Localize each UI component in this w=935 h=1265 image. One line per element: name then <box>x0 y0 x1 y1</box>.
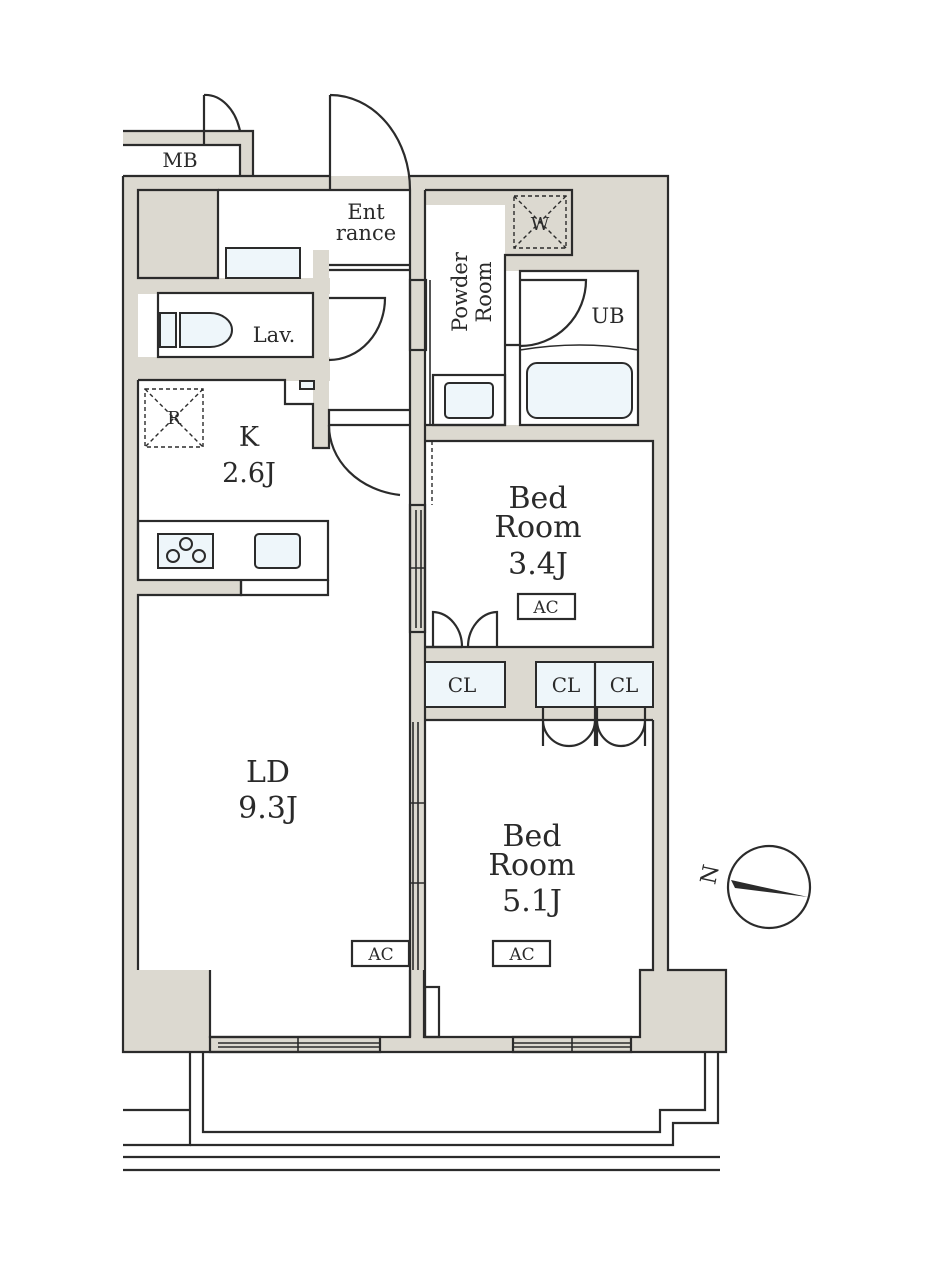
powder-room <box>408 195 639 505</box>
room-labels: MB Ent rance Powder Room W UB Lav. R K 2… <box>162 148 724 965</box>
label-ld-size: 9.3J <box>238 791 298 826</box>
label-ld: LD <box>246 755 290 790</box>
label-bed2-2: Room <box>488 848 575 883</box>
bedroom-1 <box>408 503 577 649</box>
label-cl-1: CL <box>448 673 477 697</box>
label-ld-ac: AC <box>367 945 393 965</box>
kitchen <box>136 388 410 597</box>
label-kitchen-size: 2.6J <box>222 458 276 489</box>
wash-basin <box>444 382 494 419</box>
sink-icon <box>254 533 301 569</box>
label-kitchen: K <box>239 422 260 453</box>
living-dining <box>208 722 425 1054</box>
label-bed2-ac: AC <box>508 945 534 965</box>
drain-icon <box>299 380 315 390</box>
washer-space <box>513 195 567 249</box>
closet-1 <box>424 661 506 708</box>
label-ub: UB <box>591 304 624 328</box>
label-washer: W <box>531 214 550 235</box>
toilet-icon <box>179 312 233 348</box>
fridge-space <box>144 388 204 448</box>
compass-icon <box>726 844 812 930</box>
label-bed2-1: Bed <box>502 819 561 854</box>
kitchen-counter <box>136 519 330 582</box>
lavatory <box>156 291 387 390</box>
label-bed1-2: Room <box>494 510 581 545</box>
label-powder-1: Powder <box>448 251 472 332</box>
bathtub <box>526 362 633 419</box>
entrance-doors <box>202 93 412 279</box>
label-mb: MB <box>162 148 197 172</box>
label-bed1-ac: AC <box>532 598 558 618</box>
label-lav: Lav. <box>253 323 296 347</box>
toilet-tank <box>159 312 177 348</box>
label-cl-3: CL <box>610 673 639 697</box>
label-cl-2: CL <box>552 673 581 697</box>
balcony <box>123 1052 720 1172</box>
label-bed1-size: 3.4J <box>508 547 568 582</box>
label-powder-2: Room <box>472 261 496 322</box>
label-bed2-size: 5.1J <box>502 884 562 919</box>
label-fridge: R <box>167 408 181 429</box>
closets <box>424 661 654 748</box>
label-entrance-2: rance <box>336 221 396 245</box>
bedroom-2 <box>423 939 633 1054</box>
shoe-cabinet <box>225 247 301 279</box>
label-compass-n: N <box>696 863 724 887</box>
label-entrance-1: Ent <box>347 200 385 224</box>
label-bed1-1: Bed <box>508 481 567 516</box>
